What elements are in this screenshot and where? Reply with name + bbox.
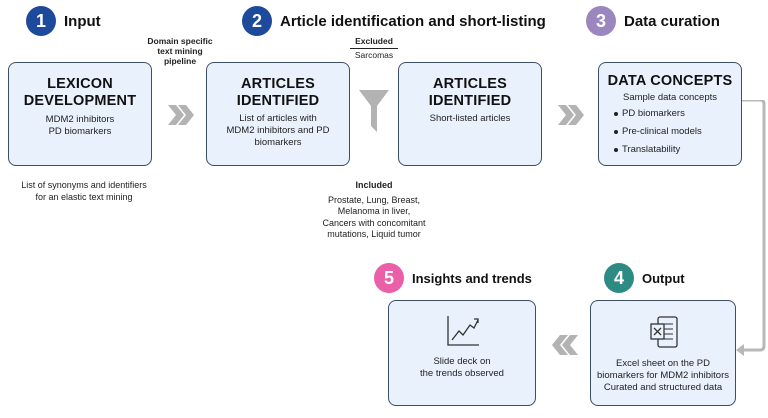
pipeline-label: Domain specific text mining pipeline [128,36,232,66]
articles-line1: List of articles with [239,113,317,124]
lexicon-note: List of synonyms and identifiers for an … [4,180,164,203]
list-item: Translatability [614,144,702,156]
articles-line2: MDM2 inhibitors and PD [226,125,330,136]
data-concept-item: PD biomarkers [622,108,685,119]
excluded-label: Excluded [355,36,393,46]
articles-line3: biomarkers [254,137,302,148]
double-chevron-right-icon [168,105,194,125]
included-line3: Cancers with concomitant [322,217,426,228]
shortlisted-title-line1: ARTICLES [432,76,508,92]
step-3-header: 3 Data curation [586,6,720,36]
data-concepts-title: DATA CONCEPTS [607,73,733,89]
lexicon-line2: PD biomarkers [48,126,112,137]
trend-chart-icon [447,316,479,346]
articles-title-line1: ARTICLES [240,76,316,92]
step-4-badge: 4 [604,263,634,293]
output-line2: biomarkers for MDM2 inhibitors [597,370,729,381]
data-concepts-box: DATA CONCEPTS Sample data concepts [598,62,742,166]
funnel-icon [359,90,389,132]
bullet-icon [614,112,618,116]
step-2-badge: 2 [242,6,272,36]
excel-icon [650,316,678,348]
double-chevron-left-icon [552,335,578,355]
lexicon-line1: MDM2 inhibitors [45,114,115,125]
step-5-title: Insights and trends [412,270,532,286]
step-3-title: Data curation [624,12,720,30]
included-line4: mutations, Liquid tumor [327,229,421,239]
connector-arrow [736,100,766,356]
double-chevron-right-icon-2 [558,105,584,125]
excluded-divider [350,48,398,49]
data-concept-item: Pre-clinical models [622,126,702,137]
lexicon-title-line2: DEVELOPMENT [23,93,137,109]
pipeline-label-line2: text mining [157,46,203,56]
pipeline-label-line3: pipeline [163,56,197,66]
step-2-title: Article identification and short-listing [280,12,546,30]
bullet-icon [614,130,618,134]
shortlisted-title-line2: IDENTIFIED [428,93,512,109]
step-2-header: 2 Article identification and short-listi… [242,6,546,36]
step-3-badge: 3 [586,6,616,36]
data-concepts-list: PD biomarkers Pre-clinical models Transl… [614,108,702,162]
output-box: Excel sheet on the PD biomarkers for MDM… [590,300,736,406]
lexicon-note-line1: List of synonyms and identifiers [21,180,147,190]
insights-line2: the trends observed [420,368,504,379]
included-label: Included [355,180,393,190]
step-1-title: Input [64,12,101,30]
articles-title-line2: IDENTIFIED [236,93,320,109]
included-block: Included Prostate, Lung, Breast, Melanom… [296,180,452,241]
insights-line1: Slide deck on [433,356,491,367]
step-1-header: 1 Input [26,6,101,36]
output-line1: Excel sheet on the PD [616,358,710,369]
bullet-icon [614,148,618,152]
step-4-title: Output [642,270,685,286]
output-text: Excel sheet on the PD biomarkers for MDM… [591,358,735,394]
insights-box: Slide deck on the trends observed [388,300,536,406]
list-item: Pre-clinical models [614,126,702,138]
lexicon-note-line2: for an elastic text mining [35,191,133,202]
lexicon-development-box: LEXICON DEVELOPMENT MDM2 inhibitors PD b… [8,62,152,166]
shortlisted-line1: Short-listed articles [429,113,511,124]
data-concepts-subtitle: Sample data concepts [622,92,717,103]
insights-text: Slide deck on the trends observed [389,356,535,380]
step-5-header: 5 Insights and trends [374,263,532,293]
included-line1: Prostate, Lung, Breast, [327,194,421,205]
step-1-badge: 1 [26,6,56,36]
list-item: PD biomarkers [614,108,702,120]
step-4-header: 4 Output [604,263,685,293]
lexicon-title-line1: LEXICON [47,76,113,92]
excluded-value: Sarcomas [354,50,394,60]
pipeline-label-line1: Domain specific [147,36,213,46]
output-line3: Curated and structured data [603,382,723,393]
data-concept-item: Translatability [622,144,681,155]
articles-identified-box: ARTICLES IDENTIFIED List of articles wit… [206,62,350,166]
articles-shortlisted-box: ARTICLES IDENTIFIED Short-listed article… [398,62,542,166]
included-line2: Melanoma in liver, [337,206,411,216]
step-5-badge: 5 [374,263,404,293]
